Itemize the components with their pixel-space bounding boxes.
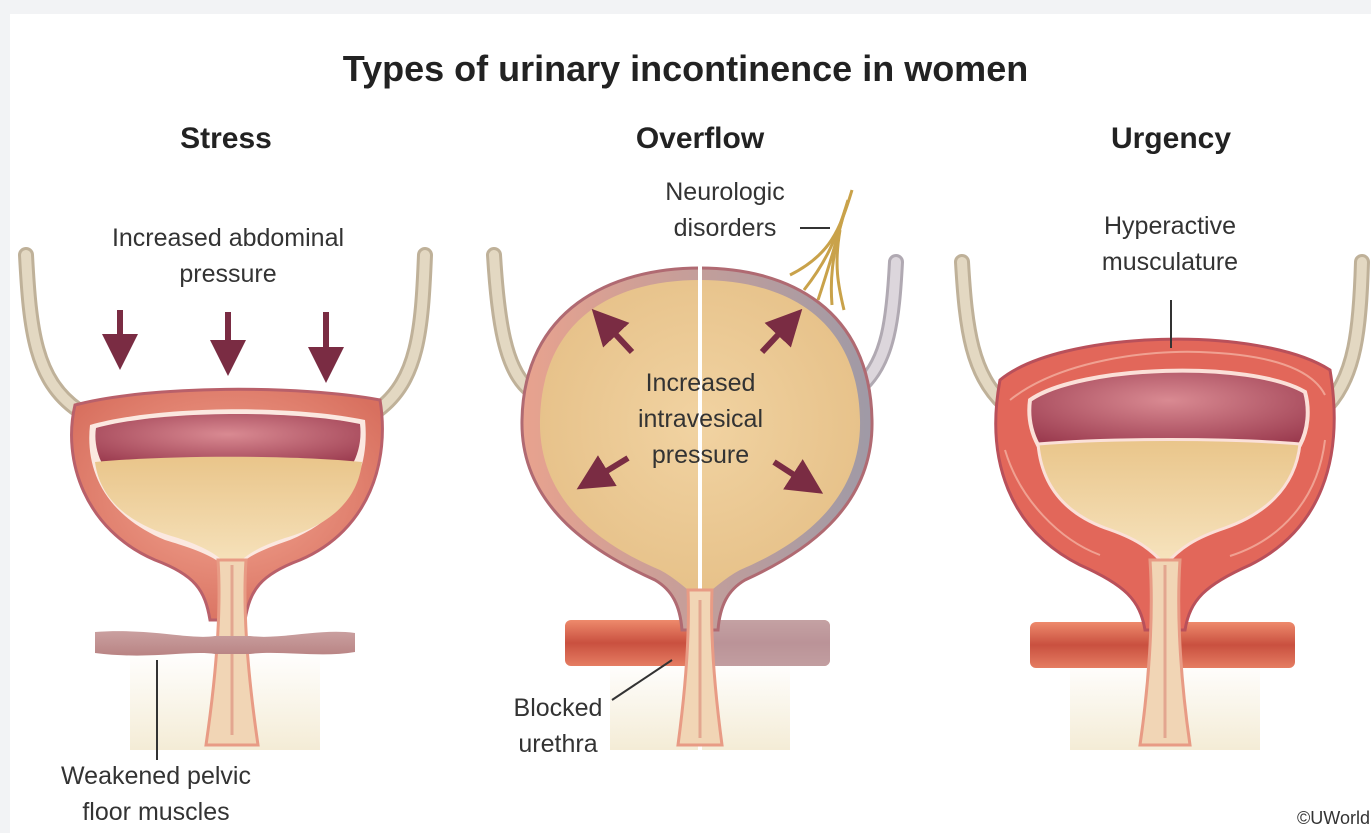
stress-urine bbox=[95, 457, 362, 572]
label-blocked-urethra: Blocked urethra bbox=[498, 690, 618, 762]
label-hyperactive-musculature: Hyperactive musculature bbox=[1070, 208, 1270, 280]
panel-title-urgency: Urgency bbox=[1071, 122, 1271, 156]
panel-title-stress: Stress bbox=[126, 122, 326, 156]
label-weakened-pelvic-floor: Weakened pelvic floor muscles bbox=[36, 758, 276, 830]
urgency-cavity bbox=[1029, 371, 1307, 445]
urgency-bladder bbox=[962, 262, 1362, 750]
diagram-title: Types of urinary incontinence in women bbox=[0, 48, 1371, 90]
copyright-text: ©UWorld bbox=[1270, 808, 1370, 829]
panel-title-overflow: Overflow bbox=[600, 122, 800, 156]
label-increased-intravesical-pressure: Increased intravesical pressure bbox=[608, 365, 793, 473]
stress-bladder bbox=[26, 255, 425, 760]
label-increased-abdominal-pressure: Increased abdominal pressure bbox=[78, 220, 378, 292]
label-neurologic-disorders: Neurologic disorders bbox=[640, 174, 810, 246]
